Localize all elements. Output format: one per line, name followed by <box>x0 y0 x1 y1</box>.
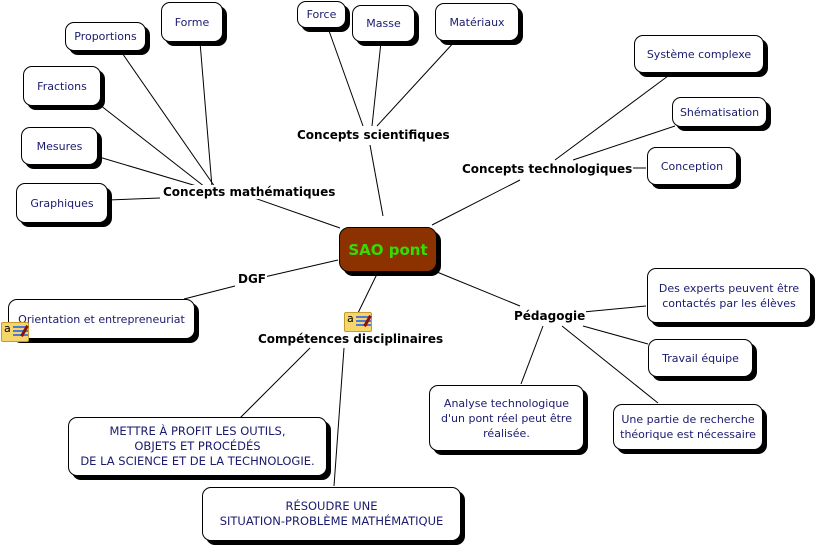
branch-concepts-technologiques[interactable]: Concepts technologiques <box>461 162 634 176</box>
node-label: Des experts peuvent être contactés par l… <box>658 281 800 310</box>
link-math-fractions <box>99 104 206 188</box>
link-root-peda <box>436 271 521 307</box>
link-sci-materiaux <box>376 39 457 127</box>
root-node[interactable]: SAO pont <box>339 227 437 272</box>
node-label: Force <box>306 8 337 21</box>
node-label: Système complexe <box>646 47 752 61</box>
node-orientation-entrepreneuriat[interactable]: Orientation et entrepreneuriat <box>8 299 195 339</box>
node-label: Proportions <box>74 30 137 43</box>
node-graphiques[interactable]: Graphiques <box>16 183 108 223</box>
node-fractions[interactable]: Fractions <box>23 66 101 106</box>
note-icon[interactable]: a <box>1 322 29 342</box>
node-resoudre-situation-probleme[interactable]: RÉSOUDRE UNE SITUATION-PROBLÈME MATHÉMAT… <box>202 487 461 541</box>
node-label: Conception <box>660 159 724 173</box>
link-tech-shematisation <box>572 125 676 161</box>
node-systeme-complexe[interactable]: Système complexe <box>634 35 764 73</box>
node-force[interactable]: Force <box>297 1 346 28</box>
link-tech-systeme <box>554 75 669 161</box>
link-comp-resoudre <box>333 347 345 487</box>
link-root-dgf <box>259 259 339 279</box>
node-label: Masse <box>366 17 401 30</box>
node-label: Mesures <box>36 139 83 153</box>
link-root-tech <box>431 179 521 226</box>
root-label: SAO pont <box>348 240 428 259</box>
node-experts[interactable]: Des experts peuvent être contactés par l… <box>647 268 811 323</box>
node-label: Orientation et entrepreneuriat <box>18 312 185 326</box>
node-proportions[interactable]: Proportions <box>65 22 146 51</box>
node-label: Travail équipe <box>662 351 739 365</box>
node-masse[interactable]: Masse <box>352 5 415 42</box>
branch-concepts-mathematiques[interactable]: Concepts mathématiques <box>162 185 337 199</box>
node-label: Graphiques <box>30 196 94 210</box>
link-math-proportions <box>119 49 216 188</box>
node-label: Shématisation <box>679 105 760 119</box>
link-math-graphiques <box>107 197 161 201</box>
node-label: Matériaux <box>449 15 505 29</box>
node-forme[interactable]: Forme <box>161 2 223 42</box>
node-label: Analyse technologique d'un pont réel peu… <box>441 396 572 440</box>
node-travail-equipe[interactable]: Travail équipe <box>648 339 753 377</box>
note-icon[interactable]: a <box>344 312 372 332</box>
link-root-comp <box>357 273 378 314</box>
node-label: Forme <box>174 15 210 29</box>
branch-concepts-scientifiques[interactable]: Concepts scientifiques <box>296 128 451 142</box>
link-sci-force <box>327 27 364 127</box>
link-comp-mettre <box>239 347 311 419</box>
link-peda-analyse <box>520 325 544 385</box>
link-math-mesures <box>98 156 201 188</box>
node-label: Une partie de recherche théorique est né… <box>620 413 756 441</box>
node-conception[interactable]: Conception <box>647 147 737 185</box>
branch-dgf[interactable]: DGF <box>237 272 268 286</box>
link-dgf-orientation <box>183 285 236 300</box>
link-sci-masse <box>371 41 382 127</box>
node-mesures[interactable]: Mesures <box>21 127 98 165</box>
node-analyse-technologique[interactable]: Analyse technologique d'un pont réel peu… <box>429 385 584 451</box>
link-peda-recherche <box>561 325 659 404</box>
node-materiaux[interactable]: Matériaux <box>435 3 519 41</box>
link-peda-experts <box>582 305 647 313</box>
branch-competences-disciplinaires[interactable]: Compétences disciplinaires <box>257 332 445 346</box>
node-label: Fractions <box>37 79 87 93</box>
node-label: RÉSOUDRE UNE SITUATION-PROBLÈME MATHÉMAT… <box>219 499 444 528</box>
link-root-sci <box>369 144 384 217</box>
node-shematisation[interactable]: Shématisation <box>672 97 767 127</box>
link-math-forme <box>199 41 213 188</box>
branch-pedagogie[interactable]: Pédagogie <box>513 309 587 323</box>
node-recherche-theorique[interactable]: Une partie de recherche théorique est né… <box>613 404 763 450</box>
link-peda-travail <box>582 325 649 345</box>
node-mettre-a-profit[interactable]: METTRE À PROFIT LES OUTILS, OBJETS ET PR… <box>68 417 327 476</box>
node-label: METTRE À PROFIT LES OUTILS, OBJETS ET PR… <box>80 424 315 468</box>
